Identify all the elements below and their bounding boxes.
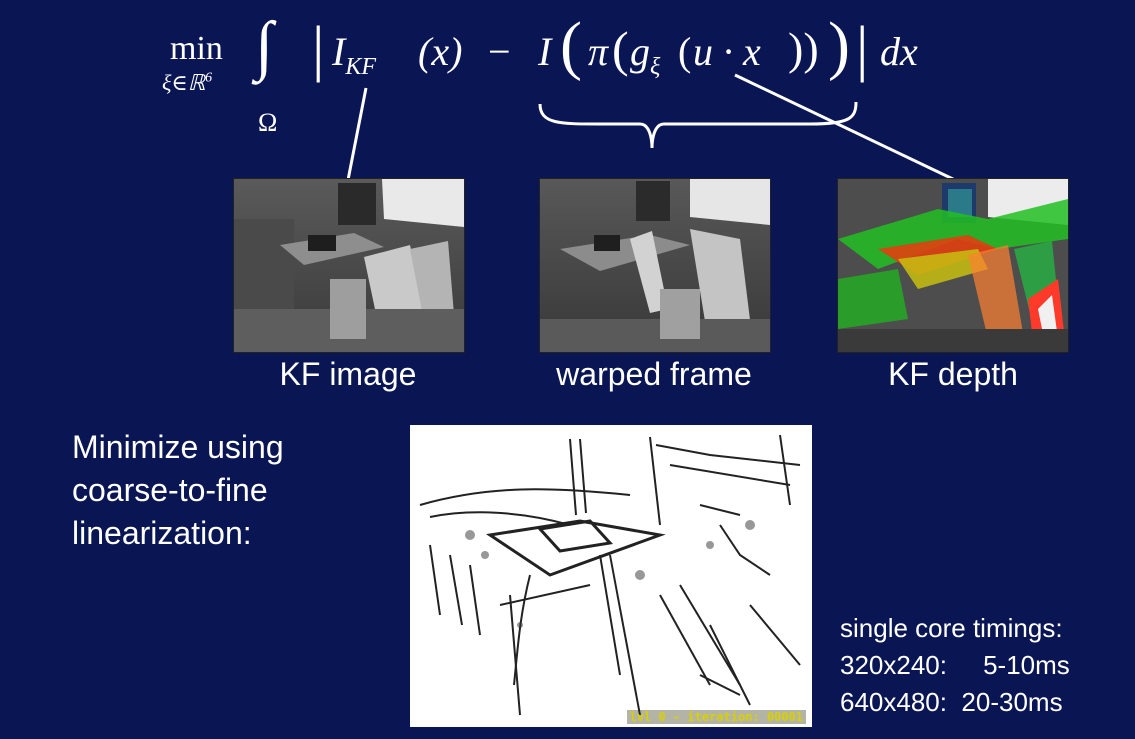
caption-kf-image: KF image [279, 356, 417, 392]
caption-warped-frame: warped frame [556, 356, 752, 392]
formula-abs-left: | [312, 15, 325, 83]
minimize-line-2: coarse-to-fine [72, 472, 268, 508]
connector-kf-image [346, 87, 368, 181]
caption-kf-depth: KF depth [888, 356, 1018, 392]
thumb-warped-frame [539, 178, 771, 353]
formula-min-subscript: ξ∈ℝ6 [162, 70, 213, 95]
formula-paren3-left: ( [678, 29, 692, 74]
thumb-kf-depth [837, 178, 1069, 353]
underbrace [538, 101, 858, 149]
timings-row-640: 640x480: 20-30ms [840, 687, 1063, 717]
formula-big-paren-left: ( [560, 9, 582, 82]
formula-big-paren-right: ) [828, 9, 850, 82]
formula-abs-right: | [856, 15, 869, 83]
thumb-kf-image [233, 178, 465, 353]
formula-integral-domain: Ω [258, 108, 278, 137]
linearization-status: lvl 0 - iteration: 00001 [626, 710, 806, 724]
formula-term-x: (x) [418, 29, 463, 74]
formula-term-ikf: IKF [332, 29, 376, 80]
formula-integral-sign: ∫ [255, 9, 274, 82]
linearization-drawing [419, 434, 801, 716]
formula-u-dot-x: u · x [693, 29, 761, 74]
timings-title: single core timings: [840, 613, 1063, 643]
formula-pi: π [588, 29, 609, 74]
minimize-line-1: Minimize using [72, 429, 284, 465]
formula-second-i: I [538, 29, 552, 74]
timings-row-320: 320x240: 5-10ms [840, 650, 1070, 680]
formula-g: gξ [630, 29, 661, 80]
minimize-line-3: linearization: [72, 515, 252, 551]
minimize-text: Minimize using coarse-to-fine linearizat… [72, 426, 284, 555]
formula-parens-right: )) [788, 23, 819, 74]
formula-min: min [170, 30, 223, 67]
connector-kf-depth [734, 73, 956, 182]
linearization-view: lvl 0 - iteration: 00001 [410, 425, 812, 727]
timings: single core timings: 320x240: 5-10ms 640x4… [840, 610, 1070, 721]
formula-paren2-left: ( [612, 21, 629, 77]
formula-minus: − [488, 29, 511, 74]
formula-dx: dx [880, 29, 918, 74]
